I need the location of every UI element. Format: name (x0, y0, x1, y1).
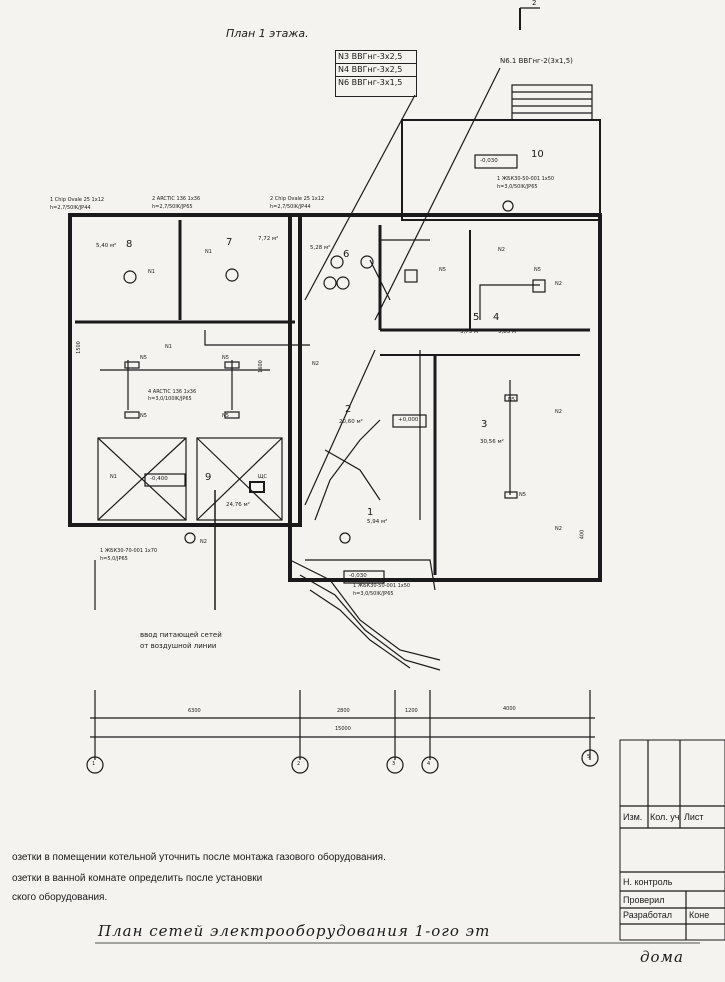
room-area-7: 7,72 м² (258, 236, 279, 242)
handwritten-title: План сетей электрооборудования 1-ого эт (98, 922, 491, 940)
room-area-2: 20,60 м² (339, 419, 363, 425)
lamp-label-out1: 1 ЖБК30-70-001 1х70 (100, 548, 158, 554)
tb-razrab: Разработал (623, 910, 672, 920)
panel-label: ЩС (258, 474, 267, 480)
room-number-6: 6 (343, 249, 350, 260)
group-label-n5-h: N5 (508, 397, 515, 403)
axis-label-5: 5 (587, 754, 591, 760)
axis-label-4: 4 (427, 761, 431, 767)
lamp-spec-6: h=2,7/50lK/JP44 (270, 204, 311, 210)
room-number-10: 10 (531, 149, 544, 160)
side-dim-1: 1500 (75, 341, 82, 354)
group-label-n2-c: N2 (555, 409, 562, 415)
note-line-3: ского оборудования. (12, 892, 108, 903)
room-area-3: 30,56 м² (480, 439, 504, 445)
room-area-9: 24,76 м² (226, 502, 250, 508)
lamp-label-hall: 4 ARCTIC 136 1х36 (148, 389, 197, 395)
section-mark: 2 (532, 0, 537, 7)
room-number-1: 1 (367, 507, 374, 518)
dim-6300: 6300 (188, 708, 201, 714)
tb-kol: Кол. уч (650, 812, 680, 822)
axis-label-2: 2 (297, 761, 301, 767)
dim-4000: 4000 (503, 706, 516, 712)
group-label-n5-d: N5 (222, 413, 229, 419)
lamp-label-6: 2 Chip Ovale 25 1х12 (270, 196, 325, 202)
input-note-line-2: от воздушной линии (140, 642, 217, 650)
level-mark-porch: -0,030 (349, 573, 367, 579)
group-label-n1-b: N1 (205, 249, 212, 255)
tb-nkontr: Н. контроль (623, 877, 673, 887)
group-label-n2-a: N2 (498, 247, 505, 253)
plan-title: План 1 этажа. (226, 27, 309, 40)
dim-total: 15000 (335, 726, 351, 732)
side-dim-2: 1600 (257, 360, 264, 373)
dim-2800: 2800 (337, 708, 350, 714)
axis-label-1: 1 (92, 761, 96, 767)
group-label-n2-b: N2 (555, 281, 562, 287)
lamp-spec-8: h=2,7/50lK/JP44 (50, 205, 91, 211)
room-number-2: 2 (345, 404, 352, 415)
lamp-label-out2: 1 ЖБК30-50-001 1х50 (353, 583, 411, 589)
group-label-n5-a: N5 (140, 355, 147, 361)
level-mark-garage: -0,400 (150, 476, 168, 482)
tb-proveril: Проверил (623, 895, 665, 905)
lamp-spec-out1: h=5,0/JP65 (100, 556, 128, 562)
room-number-7: 7 (226, 237, 233, 248)
input-note-line-1: ввод питающей сетей (140, 631, 222, 639)
group-label-n5-c: N5 (140, 413, 147, 419)
room-area-5: 9,79 м² (460, 329, 481, 335)
lamp-spec-hall: h=3,0/100lK/JP65 (148, 396, 192, 402)
room-number-3: 3 (481, 419, 488, 430)
lamp-label-10: 1 ЖБК30-50-001 1х50 (497, 176, 555, 182)
lamp-spec-7: h=2,7/50lK/JP65 (152, 204, 193, 210)
level-mark-terrace: -0,030 (480, 158, 498, 164)
lamp-label-8: 1 Chip Ovale 25 1х12 (50, 197, 105, 203)
cable-n3: N3 ВВГнг-3х2,5 (336, 51, 416, 64)
tb-razrab-name: Коне (689, 910, 710, 920)
room-area-8: 5,40 м² (96, 243, 117, 249)
outer-wall-west (68, 213, 302, 527)
lamp-label-7: 2 ARCTIC 136 1х36 (152, 196, 201, 202)
cable-legend: N3 ВВГнг-3х2,5 N4 ВВГнг-3х2,5 N6 ВВГнг-3… (335, 50, 417, 97)
room-number-4: 4 (493, 312, 500, 323)
room-number-5: 5 (473, 312, 480, 323)
group-label-n5-g: N5 (519, 492, 526, 498)
group-label-n5-e: N5 (439, 267, 446, 273)
tb-izm: Изм. (623, 812, 643, 822)
group-label-n5-f: N5 (534, 267, 541, 273)
note-line-2: озетки в ванной комнате определить после… (12, 873, 263, 884)
cable-n4: N4 ВВГнг-3х2,5 (336, 64, 416, 77)
side-dim-3: 400 (579, 529, 586, 540)
cable-n61: N6.1 ВВГнг-2(3х1,5) (500, 57, 573, 65)
room-area-6: 5,28 м² (310, 245, 331, 251)
tb-list: Лист (684, 812, 704, 822)
group-label-n2-f: N2 (312, 361, 319, 367)
group-label-n2-d: N2 (555, 526, 562, 532)
axis-label-3: 3 (392, 761, 396, 767)
lamp-spec-10: h=3,0/50lK/JP65 (497, 184, 538, 190)
group-label-n5-b: N5 (222, 355, 229, 361)
room-number-9: 9 (205, 472, 212, 483)
handwritten-title-2: дома (640, 948, 684, 966)
dim-1200: 1200 (405, 708, 418, 714)
group-label-n2-e: N2 (200, 539, 207, 545)
lamp-spec-out2: h=3,0/50lK/JP65 (353, 591, 394, 597)
room-area-4: 9,85 м² (498, 329, 519, 335)
group-label-n1-c: N1 (165, 344, 172, 350)
group-label-n1-a: N1 (148, 269, 155, 275)
group-label-n1-d: N1 (110, 474, 117, 480)
note-line-1: озетки в помещении котельной уточнить по… (12, 852, 386, 863)
cable-n6: N6 ВВГнг-3х1,5 (338, 78, 403, 87)
level-mark-hall: +0,000 (398, 417, 419, 423)
room-number-8: 8 (126, 239, 133, 250)
room-area-1: 5,94 м² (367, 519, 388, 525)
